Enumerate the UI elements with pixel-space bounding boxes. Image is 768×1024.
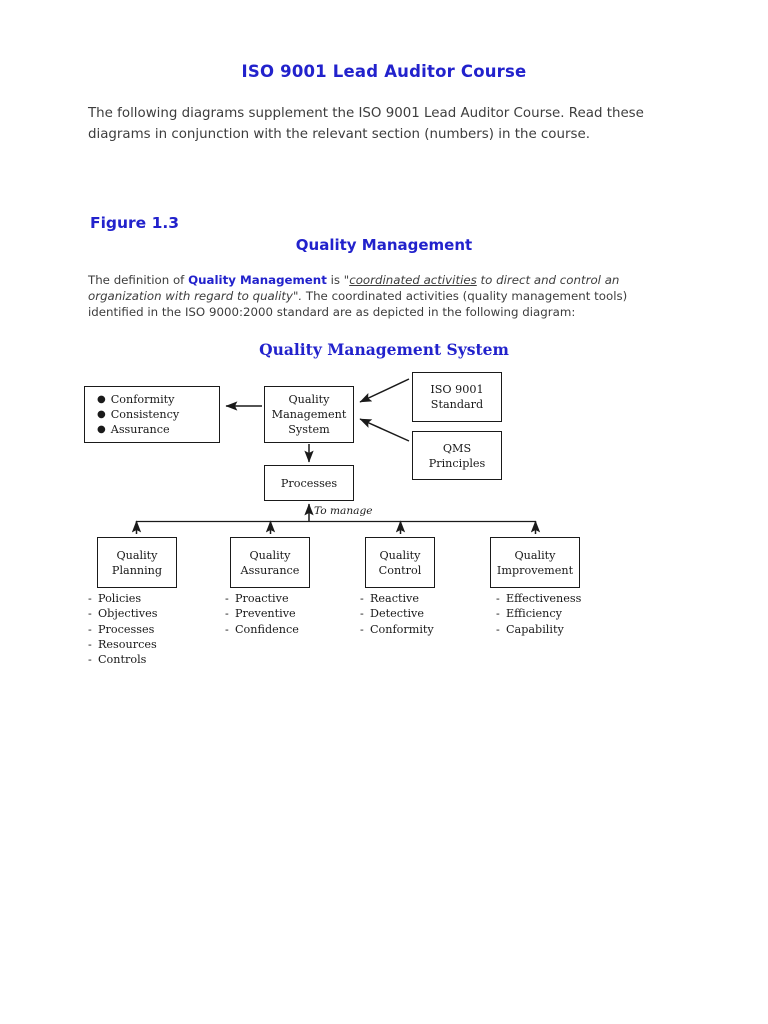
- dash-icon: -: [88, 607, 92, 621]
- principles-line: QMS: [442, 441, 472, 455]
- list-item: -Capability: [496, 622, 564, 636]
- dash-icon: -: [225, 592, 229, 605]
- list-item: -Reactive: [360, 592, 419, 605]
- list-item: -Objectives: [88, 607, 158, 621]
- tool-line: Planning: [111, 563, 163, 577]
- quality-assurance-box: Quality Assurance: [230, 537, 310, 588]
- dash-icon: -: [360, 622, 364, 636]
- definition-paragraph: The definition of Quality Management is …: [88, 272, 676, 320]
- tool-line: Assurance: [240, 563, 300, 577]
- list-item: -Detective: [360, 607, 424, 621]
- page-title: ISO 9001 Lead Auditor Course: [241, 62, 527, 81]
- tool-line: Quality: [379, 548, 421, 562]
- quality-control-box: Quality Control: [365, 537, 435, 588]
- iso-line: ISO 9001: [430, 383, 484, 396]
- to-manage-label: To manage: [314, 505, 373, 517]
- list-item: -Policies: [88, 592, 142, 605]
- dash-icon: -: [88, 653, 92, 667]
- dash-icon: -: [225, 622, 229, 636]
- tool-line: Quality: [116, 548, 158, 562]
- processes-box: Processes: [264, 465, 354, 501]
- bullet-dot-icon: ●: [97, 409, 106, 420]
- dash-icon: -: [225, 607, 229, 621]
- quality-management-system-box: Quality Management System: [264, 386, 354, 443]
- list-item: -Conformity: [360, 622, 434, 636]
- outcome-item: ●Consistency: [97, 408, 180, 421]
- quality-control-items: -Reactive -Detective -Conformity: [360, 591, 434, 637]
- tool-line: Quality: [249, 548, 291, 562]
- principles-line: Principles: [428, 456, 486, 470]
- dash-icon: -: [360, 592, 364, 605]
- arrow-principles-to-qms: [359, 418, 410, 442]
- tool-line: Improvement: [496, 563, 574, 577]
- quality-assurance-items: -Proactive -Preventive -Confidence: [225, 591, 299, 637]
- quality-improvement-box: Quality Improvement: [490, 537, 580, 588]
- list-item: -Resources: [88, 637, 157, 651]
- definition-term: Quality Management: [188, 273, 327, 287]
- qms-line: Management: [271, 408, 347, 421]
- definition-underlined: coordinated activities: [349, 273, 477, 287]
- list-item: -Preventive: [225, 607, 296, 621]
- quality-improvement-items: -Effectiveness -Efficiency -Capability: [496, 591, 581, 637]
- list-item: -Efficiency: [496, 607, 562, 621]
- definition-italic-rest: to direct and control an organization wi…: [88, 273, 620, 303]
- tool-line: Quality: [514, 548, 556, 562]
- dash-icon: -: [496, 607, 500, 621]
- iso-line: Standard: [430, 398, 484, 411]
- tool-line: Control: [378, 563, 422, 577]
- qms-principles-box: QMS Principles: [412, 431, 502, 480]
- arrow-iso-to-qms: [359, 378, 410, 403]
- quality-planning-box: Quality Planning: [97, 537, 177, 588]
- quality-planning-items: -Policies -Objectives -Processes -Resour…: [88, 591, 157, 667]
- dash-icon: -: [88, 637, 92, 651]
- bullet-dot-icon: ●: [97, 394, 106, 405]
- outcomes-box: ●Conformity ●Consistency ●Assurance: [84, 386, 220, 443]
- definition-tail: The coordinated activities (quality mana…: [88, 289, 628, 319]
- figure-label: Figure 1.3: [90, 214, 180, 232]
- outcome-item: ●Conformity: [97, 393, 175, 406]
- list-item: -Controls: [88, 653, 147, 667]
- qms-line: System: [288, 423, 330, 436]
- list-item: -Effectiveness: [496, 592, 582, 605]
- list-item: -Processes: [88, 622, 155, 636]
- dash-icon: -: [496, 622, 500, 636]
- qms-line: Quality: [288, 393, 330, 406]
- iso-9001-standard-box: ISO 9001 Standard: [412, 372, 502, 422]
- list-item: -Proactive: [225, 592, 289, 605]
- dash-icon: -: [88, 592, 92, 605]
- bullet-dot-icon: ●: [97, 424, 106, 435]
- diagram-title: Quality Management System: [259, 340, 509, 359]
- figure-title: Quality Management: [295, 236, 473, 254]
- definition-lead: The definition of: [88, 273, 189, 287]
- intro-paragraph: The following diagrams supplement the IS…: [88, 106, 644, 142]
- dash-icon: -: [360, 607, 364, 621]
- definition-quote-open: is ": [326, 273, 350, 287]
- list-item: -Confidence: [225, 622, 299, 636]
- processes-label: Processes: [280, 476, 338, 490]
- dash-icon: -: [88, 622, 92, 636]
- outcome-item: ●Assurance: [97, 423, 170, 436]
- dash-icon: -: [496, 592, 500, 605]
